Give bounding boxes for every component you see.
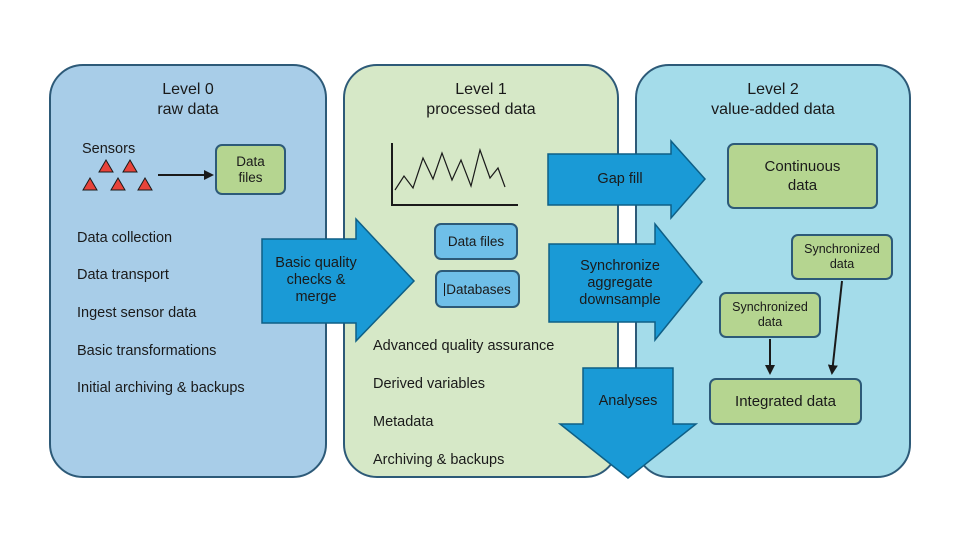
- list-item: Basic transformations: [77, 343, 217, 359]
- list-item: Data transport: [77, 267, 169, 283]
- level-0-title: Level 0 raw data: [157, 81, 219, 118]
- gap-fill-arrow: [547, 139, 707, 221]
- level1-data-files-box: Data files: [434, 223, 518, 260]
- basic-quality-label: Basic quality checks & merge: [275, 255, 357, 305]
- sync-upper-to-integrated-arrow: [827, 280, 843, 375]
- list-item: Advanced quality assurance: [373, 338, 555, 354]
- synchronize-arrow: [548, 221, 703, 343]
- level-1-title: Level 1 processed data: [426, 81, 536, 118]
- sensor-triangles-icon: [82, 159, 153, 191]
- level1-databases-box: Databases: [435, 270, 520, 308]
- text-cursor-icon: [444, 282, 446, 296]
- time-series-chart-icon: [391, 143, 518, 206]
- analyses-arrow: [557, 367, 699, 479]
- list-item: Archiving & backups: [373, 452, 505, 468]
- basic-quality-arrow: [261, 217, 416, 343]
- list-item: Metadata: [373, 414, 434, 430]
- list-item: Ingest sensor data: [77, 305, 197, 321]
- sensors-label: Sensors: [82, 141, 136, 157]
- continuous-data-box: Continuous data: [727, 143, 878, 209]
- gap-fill-label: Gap fill: [597, 171, 643, 187]
- synchronized-data-box-upper: Synchronized data: [791, 234, 893, 280]
- integrated-data-box: Integrated data: [709, 378, 862, 425]
- list-item: Derived variables: [373, 376, 486, 392]
- list-item: Initial archiving & backups: [77, 380, 245, 396]
- level-2-title: Level 2 value-added data: [711, 81, 835, 118]
- level0-data-files-box: Data files: [215, 144, 286, 195]
- synchronize-label: Synchronize aggregate downsample: [579, 258, 661, 308]
- synchronized-data-box-lower: Synchronized data: [719, 292, 821, 338]
- list-item: Data collection: [77, 230, 173, 246]
- analyses-label: Analyses: [598, 393, 658, 409]
